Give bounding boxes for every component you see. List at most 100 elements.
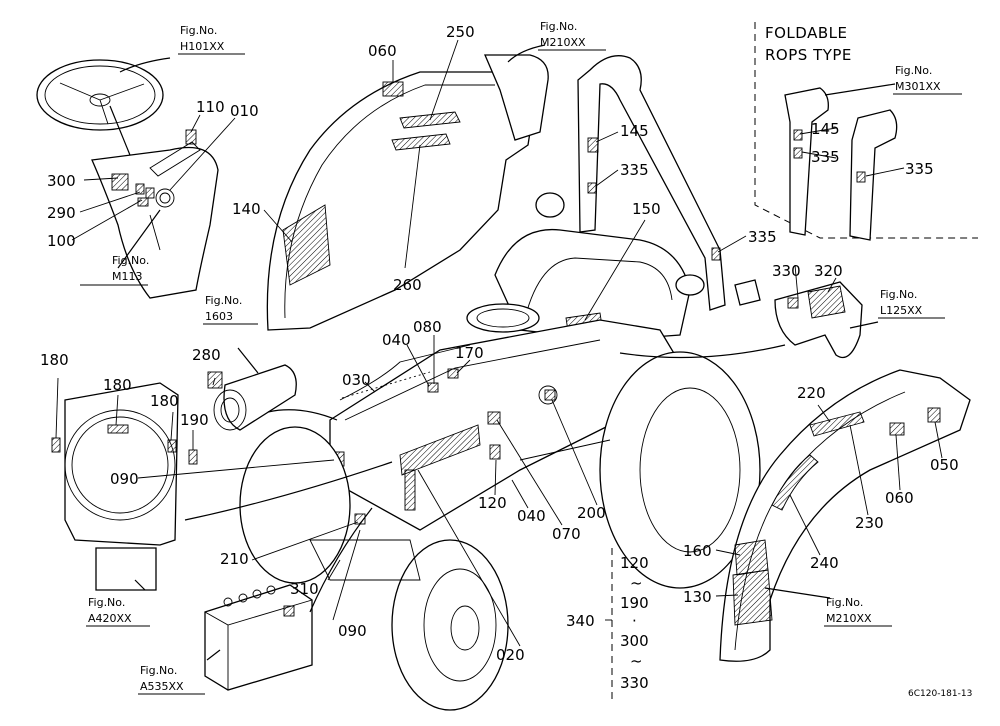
- callout: 180: [40, 351, 69, 369]
- fig-ref-prefix: Fig.No.: [880, 288, 917, 301]
- fig-ref-code: 1603: [205, 310, 233, 323]
- callout: 220: [797, 384, 826, 402]
- leader-lines: [55, 39, 943, 700]
- callout: 060: [368, 42, 397, 60]
- callout: 335: [620, 161, 649, 179]
- battery-group: [204, 584, 313, 691]
- callout: 070: [552, 525, 581, 543]
- fig-ref-prefix: Fig.No.: [88, 596, 125, 609]
- callout: 240: [810, 554, 839, 572]
- rear-wheel: [599, 351, 761, 589]
- callout: 090: [110, 470, 139, 488]
- callout: 040: [517, 507, 546, 525]
- callout: 200: [577, 504, 606, 522]
- tractor-body: [239, 55, 761, 711]
- fig-ref-prefix: Fig.No.: [180, 24, 217, 37]
- tractor-steering-wheel: [466, 303, 540, 333]
- callout: 335: [905, 160, 934, 178]
- callout: 140: [232, 200, 261, 218]
- fig-ref-prefix: Fig.No.: [540, 20, 577, 33]
- steering-dashboard-group: [36, 59, 219, 299]
- decal-140: [282, 204, 331, 286]
- callout: 280: [192, 346, 221, 364]
- range-label: ~: [630, 574, 643, 592]
- fig-ref-prefix: Fig.No.: [826, 596, 863, 609]
- callout: 150: [632, 200, 661, 218]
- fig-ref-code: M301XX: [895, 80, 941, 93]
- callout: 130: [683, 588, 712, 606]
- fig-ref-l125: Fig.No. L125XX: [878, 288, 945, 319]
- fig-ref-prefix: Fig.No.: [112, 254, 149, 267]
- callout: 190: [180, 411, 209, 429]
- callout: 050: [930, 456, 959, 474]
- callout: 320: [814, 262, 843, 280]
- decal-260: [391, 133, 451, 151]
- fig-ref-code: A420XX: [88, 612, 132, 625]
- dashboard-panel: [91, 146, 219, 299]
- step-panel: [774, 281, 863, 359]
- radiator-group: [51, 382, 198, 591]
- fig-ref-code: H101XX: [180, 40, 225, 53]
- callout: 210: [220, 550, 249, 568]
- callout: 250: [446, 23, 475, 41]
- callout: 100: [47, 232, 76, 250]
- callout: 120: [478, 494, 507, 512]
- steering-wheel: [36, 59, 164, 131]
- callout: 230: [855, 514, 884, 532]
- callout: 310: [290, 580, 319, 598]
- fig-ref-code: L125XX: [880, 304, 923, 317]
- callout: 260: [393, 276, 422, 294]
- rops-title-line2: ROPS TYPE: [765, 46, 852, 64]
- range-ref: 340: [566, 612, 595, 630]
- rops-title-line1: FOLDABLE: [765, 24, 847, 42]
- battery: [204, 584, 313, 691]
- range-label: 330: [620, 674, 649, 692]
- callout: 090: [338, 622, 367, 640]
- callout: 145: [811, 120, 840, 138]
- callout: 145: [620, 122, 649, 140]
- fig-ref-m301: Fig.No. M301XX: [893, 64, 962, 95]
- range-group: 120 ~ 190 · 300 ~ 330 340: [566, 554, 649, 692]
- fig-ref-1603: Fig.No. 1603: [203, 294, 258, 325]
- range-label: 120: [620, 554, 649, 572]
- range-label: 190: [620, 594, 649, 612]
- decal-060-hood: [382, 81, 404, 97]
- callout: 180: [103, 376, 132, 394]
- fig-ref-code: M210XX: [826, 612, 872, 625]
- fig-ref-prefix: Fig.No.: [895, 64, 932, 77]
- callout: 180: [150, 392, 179, 410]
- fig-ref-prefix: Fig.No.: [140, 664, 177, 677]
- callout: 010: [230, 102, 259, 120]
- fender: [719, 369, 971, 662]
- rops-hinge-left: [784, 87, 829, 236]
- foldable-rops-inset: [754, 22, 978, 241]
- fig-ref-code: M113: [112, 270, 143, 283]
- fender-panel: [719, 369, 971, 662]
- callout: 300: [47, 172, 76, 190]
- fig-ref-m210-top: Fig.No. M210XX: [538, 20, 606, 51]
- air-cleaner-group: [207, 364, 297, 431]
- fig-ref-code: M210XX: [540, 36, 586, 49]
- drawing-code: 6C120-181-13: [908, 689, 972, 699]
- fig-ref-h101: Fig.No. H101XX: [178, 24, 245, 55]
- rops-frame: [577, 55, 726, 311]
- fig-ref-code: A535XX: [140, 680, 184, 693]
- callout: 080: [413, 318, 442, 336]
- front-wheel-left: [239, 426, 351, 584]
- rops-hinge-right: [849, 109, 898, 241]
- fig-ref-a420: Fig.No. A420XX: [86, 596, 150, 627]
- fig-ref-prefix: Fig.No.: [205, 294, 242, 307]
- fig-ref-m113: Fig.No. M113: [80, 254, 149, 286]
- callout: 335: [811, 148, 840, 166]
- front-wheel: [391, 539, 509, 711]
- range-label: ·: [632, 612, 637, 630]
- callout-labels: 110 010 300 290 100 060 250 140 260 145 …: [40, 23, 959, 664]
- callout: 335: [748, 228, 777, 246]
- fig-ref-a535: Fig.No. A535XX: [138, 664, 205, 695]
- air-cleaner: [223, 364, 297, 431]
- callout: 290: [47, 204, 76, 222]
- callout: 060: [885, 489, 914, 507]
- callout: 020: [496, 646, 525, 664]
- callout: 030: [342, 371, 371, 389]
